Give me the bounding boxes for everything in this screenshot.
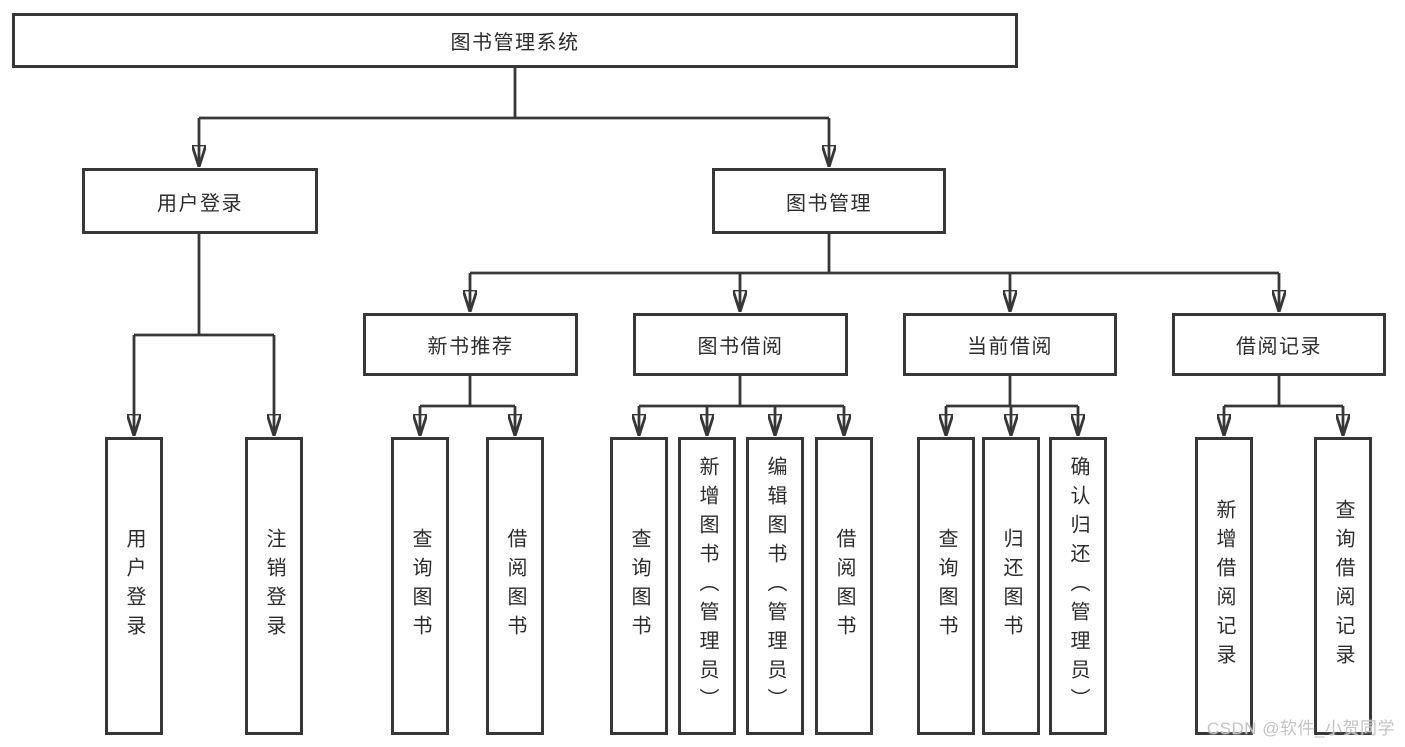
csdn-watermark: CSDN @软件_小贺同学 xyxy=(1206,719,1395,738)
leaf-bor-borrow-books-label: 借阅图书 xyxy=(833,528,855,644)
leaf-cur-return-books-label: 归还图书 xyxy=(1000,528,1022,644)
leaf-bor-query-books: 查询图书 xyxy=(610,437,668,735)
connector-root-trunk xyxy=(199,68,829,120)
node-current-borrowing: 当前借阅 xyxy=(903,313,1117,376)
node-current-borrowing-label: 当前借阅 xyxy=(967,336,1053,358)
node-book-management-label: 图书管理 xyxy=(786,192,872,215)
leaf-add-borrow-record: 新增借阅记录 xyxy=(1195,437,1253,735)
leaf-cur-query-books-label: 查询图书 xyxy=(935,528,957,644)
connector-book-management-trunk xyxy=(470,234,1279,275)
leaf-bor-query-books-label: 查询图书 xyxy=(628,528,650,644)
leaf-cur-confirm-return-admin-label: 确认归还（管理员） xyxy=(1067,455,1089,717)
leaf-rec-query-books: 查询图书 xyxy=(391,437,449,735)
leaf-bor-add-books-admin: 新增图书（管理员） xyxy=(678,437,736,735)
node-new-book-recommendation-label: 新书推荐 xyxy=(427,336,514,358)
node-book-borrowing-label: 图书借阅 xyxy=(697,336,784,358)
node-book-borrowing: 图书借阅 xyxy=(633,313,848,376)
leaf-bor-borrow-books: 借阅图书 xyxy=(815,437,873,735)
leaf-cur-query-books: 查询图书 xyxy=(917,437,975,735)
leaf-cur-confirm-return-admin: 确认归还（管理员） xyxy=(1049,437,1107,735)
node-borrowing-records-label: 借阅记录 xyxy=(1236,336,1322,358)
node-borrowing-records: 借阅记录 xyxy=(1172,313,1386,376)
leaf-bor-edit-books-admin-label: 编辑图书（管理员） xyxy=(764,455,786,717)
connector-new-rec-trunk xyxy=(420,376,515,408)
node-user-login: 用户登录 xyxy=(82,168,318,234)
leaf-add-borrow-record-label: 新增借阅记录 xyxy=(1213,499,1235,673)
leaf-rec-borrow-books-label: 借阅图书 xyxy=(504,528,526,644)
leaf-rec-query-books-label: 查询图书 xyxy=(409,528,431,644)
leaf-user-login-label: 用户登录 xyxy=(123,528,145,644)
node-user-login-label: 用户登录 xyxy=(157,192,243,215)
node-book-management: 图书管理 xyxy=(712,168,946,234)
connector-current-trunk xyxy=(946,376,1078,408)
leaf-logout: 注销登录 xyxy=(245,437,303,735)
connector-user-login-trunk xyxy=(134,234,274,337)
leaf-bor-add-books-admin-label: 新增图书（管理员） xyxy=(696,455,718,717)
leaf-query-borrow-record: 查询借阅记录 xyxy=(1314,437,1372,735)
node-new-book-recommendation: 新书推荐 xyxy=(363,313,578,376)
leaf-cur-return-books: 归还图书 xyxy=(982,437,1040,735)
connector-records-trunk xyxy=(1224,376,1343,408)
leaf-rec-borrow-books: 借阅图书 xyxy=(486,437,544,735)
connector-borrowing-trunk xyxy=(639,376,844,408)
leaf-bor-edit-books-admin: 编辑图书（管理员） xyxy=(746,437,804,735)
leaf-user-login: 用户登录 xyxy=(105,437,163,735)
leaf-query-borrow-record-label: 查询借阅记录 xyxy=(1332,499,1354,673)
leaf-logout-label: 注销登录 xyxy=(263,528,285,644)
node-library-management-system: 图书管理系统 xyxy=(12,13,1018,68)
node-library-management-system-label: 图书管理系统 xyxy=(450,32,580,54)
